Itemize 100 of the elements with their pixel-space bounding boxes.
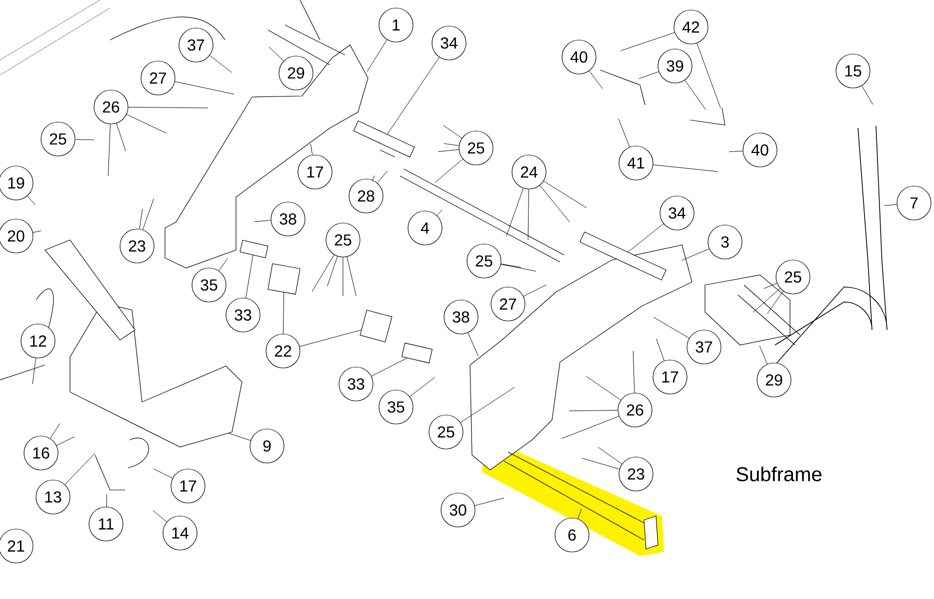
leader-line xyxy=(523,284,547,296)
callout-number: 25 xyxy=(466,244,502,278)
callout-number: 30 xyxy=(440,492,476,528)
callout-number: 17 xyxy=(170,468,206,504)
leader-line xyxy=(142,198,154,230)
leader-line xyxy=(268,46,284,62)
callout-number: 27 xyxy=(140,60,176,96)
leader-line xyxy=(32,358,36,384)
callout-number: 25 xyxy=(326,222,360,258)
leader-line xyxy=(543,180,587,208)
leader-line xyxy=(653,316,690,338)
leader-line xyxy=(299,330,362,347)
leader-line xyxy=(327,256,338,286)
leader-line xyxy=(152,510,167,522)
leader-line xyxy=(246,254,254,298)
leader-line xyxy=(410,377,436,397)
leader-line xyxy=(582,458,620,470)
callout-number: 23 xyxy=(120,228,154,264)
leader-line xyxy=(638,71,659,79)
callout-number: 13 xyxy=(36,480,70,514)
leader-line xyxy=(656,338,664,361)
leader-line xyxy=(460,386,515,423)
leader-line xyxy=(728,150,743,152)
callout-number: 17 xyxy=(298,154,332,190)
leader-line xyxy=(443,125,462,138)
callout-number: 29 xyxy=(756,362,792,398)
callout-number: 25 xyxy=(458,130,494,166)
leader-line xyxy=(27,196,36,206)
leader-line xyxy=(561,416,620,439)
callout-number: 24 xyxy=(512,154,546,190)
leader-line xyxy=(468,332,479,357)
leader-line xyxy=(500,264,522,268)
leader-line xyxy=(540,185,570,222)
callout-number: 12 xyxy=(20,324,56,358)
leader-line xyxy=(618,118,630,148)
leader-line xyxy=(767,290,784,314)
leader-line xyxy=(116,123,126,152)
leader-line xyxy=(528,189,530,240)
callout-number: 28 xyxy=(348,178,384,214)
callout-number: 6 xyxy=(554,518,590,552)
leader-line xyxy=(589,70,603,90)
leader-line xyxy=(218,258,228,272)
leader-line xyxy=(438,149,460,152)
callout-number: 15 xyxy=(836,54,870,88)
leader-line xyxy=(652,164,718,172)
callout-number: 35 xyxy=(378,390,414,424)
callout-number: 19 xyxy=(0,166,34,200)
leader-line xyxy=(228,433,251,441)
leader-line xyxy=(174,81,234,94)
callout-number: 7 xyxy=(896,186,932,220)
callout-number: 21 xyxy=(0,528,34,564)
leader-line xyxy=(474,498,504,506)
callout-number: 26 xyxy=(94,90,128,124)
leader-line xyxy=(620,32,675,51)
callout-number: 17 xyxy=(652,360,688,394)
callout-number: 33 xyxy=(226,298,260,332)
leader-line xyxy=(108,124,111,176)
callout-number: 14 xyxy=(162,516,198,550)
leader-line xyxy=(500,264,536,272)
leader-line xyxy=(884,204,898,206)
leader-line xyxy=(310,144,313,156)
leader-line xyxy=(862,86,874,105)
clamp-plate-drawing xyxy=(268,263,300,295)
leader-line xyxy=(696,43,721,108)
spacer-drawing xyxy=(401,342,433,364)
callout-number: 16 xyxy=(24,436,58,470)
leader-line xyxy=(366,39,388,72)
leader-line xyxy=(598,447,622,464)
leader-line xyxy=(128,106,208,108)
leader-line xyxy=(684,80,706,110)
leader-line xyxy=(32,230,42,233)
callout-number: 41 xyxy=(618,146,654,180)
callout-number: 3 xyxy=(708,224,742,260)
leader-line xyxy=(153,468,173,478)
callout-number: 20 xyxy=(0,218,34,254)
leader-line xyxy=(506,188,524,236)
callout-number: 34 xyxy=(660,196,694,230)
leader-line xyxy=(209,55,232,73)
callout-number: 35 xyxy=(192,268,226,302)
leader-line xyxy=(56,436,75,446)
callout-number: 38 xyxy=(444,300,478,334)
leader-line xyxy=(342,257,344,296)
leader-line xyxy=(628,224,664,252)
drawing-title: Subframe xyxy=(736,466,822,482)
callout-number: 11 xyxy=(88,506,124,542)
leader-line xyxy=(312,254,334,292)
callout-number: 22 xyxy=(266,334,300,368)
callout-number: 25 xyxy=(40,122,76,156)
leader-line xyxy=(436,210,442,216)
leader-line xyxy=(377,170,388,184)
leader-line xyxy=(283,292,284,334)
leader-line xyxy=(75,139,94,140)
leader-line xyxy=(568,410,618,412)
leader-line xyxy=(578,508,582,519)
plate-drawing xyxy=(353,120,415,158)
callout-number: 23 xyxy=(618,456,654,492)
leader-line xyxy=(434,158,464,183)
callout-number: 25 xyxy=(428,414,464,450)
leader-line xyxy=(752,288,780,313)
callout-number: 33 xyxy=(338,366,374,402)
